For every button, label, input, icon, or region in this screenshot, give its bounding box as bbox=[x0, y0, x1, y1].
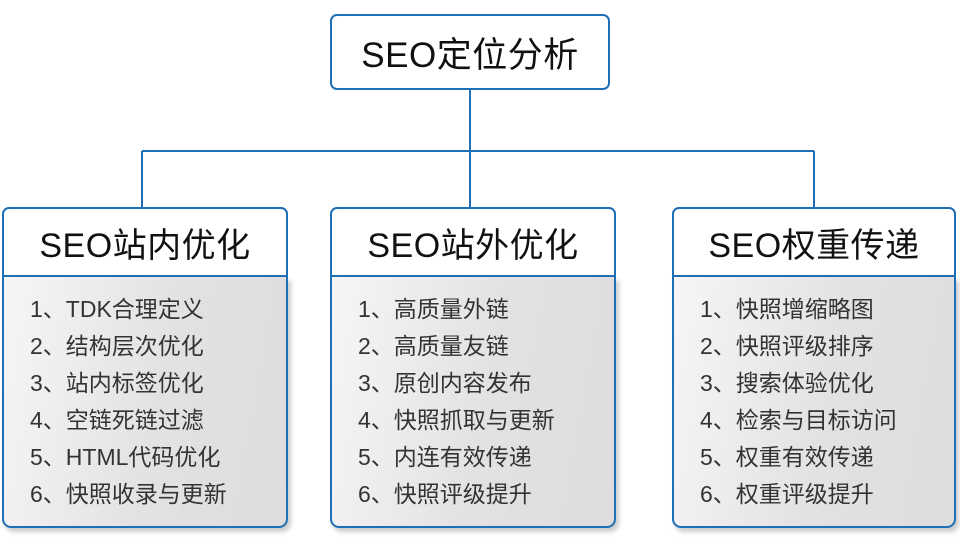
list-item-number: 1、 bbox=[30, 296, 66, 322]
list-item-number: 3、 bbox=[30, 370, 66, 396]
branch-list-2: 1、高质量外链 2、高质量友链 3、原创内容发布 4、快照抓取与更新 5、内连有… bbox=[330, 277, 616, 528]
root-node: SEO定位分析 bbox=[330, 14, 610, 90]
branch-header-2: SEO站外优化 bbox=[330, 207, 616, 277]
list-item: 5、权重有效传递 bbox=[674, 439, 954, 476]
list-item: 3、站内标签优化 bbox=[4, 365, 286, 402]
branch-column-2: SEO站外优化 1、高质量外链 2、高质量友链 3、原创内容发布 4、快照抓取与… bbox=[330, 207, 616, 528]
root-node-label: SEO定位分析 bbox=[361, 35, 579, 75]
list-item-text: 搜索体验优化 bbox=[735, 370, 874, 396]
list-item: 1、TDK合理定义 bbox=[4, 291, 286, 328]
list-item: 6、权重评级提升 bbox=[674, 476, 954, 513]
branch-header-1: SEO站内优化 bbox=[2, 207, 288, 277]
branch-title-2: SEO站外优化 bbox=[367, 226, 579, 265]
list-item-text: 权重有效传递 bbox=[735, 444, 874, 470]
list-item-number: 2、 bbox=[700, 333, 736, 359]
list-item: 4、检索与目标访问 bbox=[674, 402, 954, 439]
list-item: 4、空链死链过滤 bbox=[4, 402, 286, 439]
list-item-text: 检索与目标访问 bbox=[735, 407, 897, 433]
list-item-number: 4、 bbox=[358, 407, 394, 433]
list-item-text: 快照收录与更新 bbox=[65, 481, 227, 507]
list-item-text: 权重评级提升 bbox=[735, 481, 874, 507]
list-item: 3、原创内容发布 bbox=[332, 365, 614, 402]
list-item: 5、内连有效传递 bbox=[332, 439, 614, 476]
list-item-number: 1、 bbox=[358, 296, 394, 322]
list-item: 2、结构层次优化 bbox=[4, 328, 286, 365]
list-item-number: 2、 bbox=[358, 333, 394, 359]
list-item-number: 6、 bbox=[30, 481, 66, 507]
list-item: 1、高质量外链 bbox=[332, 291, 614, 328]
list-item-number: 4、 bbox=[30, 407, 66, 433]
list-item-number: 4、 bbox=[700, 407, 736, 433]
list-item-text: 空链死链过滤 bbox=[65, 407, 204, 433]
list-item-number: 5、 bbox=[30, 444, 66, 470]
list-item-text: 快照增缩略图 bbox=[735, 296, 874, 322]
list-item-number: 1、 bbox=[700, 296, 736, 322]
list-item: 4、快照抓取与更新 bbox=[332, 402, 614, 439]
list-item: 2、高质量友链 bbox=[332, 328, 614, 365]
branch-list-3: 1、快照增缩略图 2、快照评级排序 3、搜索体验优化 4、检索与目标访问 5、权… bbox=[672, 277, 956, 528]
list-item-number: 6、 bbox=[358, 481, 394, 507]
list-item-text: 原创内容发布 bbox=[393, 370, 532, 396]
list-item-number: 5、 bbox=[358, 444, 394, 470]
list-item-number: 3、 bbox=[700, 370, 736, 396]
list-item: 2、快照评级排序 bbox=[674, 328, 954, 365]
list-item: 1、快照增缩略图 bbox=[674, 291, 954, 328]
branch-column-1: SEO站内优化 1、TDK合理定义 2、结构层次优化 3、站内标签优化 4、空链… bbox=[2, 207, 288, 528]
list-item-number: 3、 bbox=[358, 370, 394, 396]
list-item-text: 站内标签优化 bbox=[65, 370, 204, 396]
branch-list-1: 1、TDK合理定义 2、结构层次优化 3、站内标签优化 4、空链死链过滤 5、H… bbox=[2, 277, 288, 528]
list-item-text: HTML代码优化 bbox=[65, 444, 221, 470]
list-item: 3、搜索体验优化 bbox=[674, 365, 954, 402]
list-item-number: 2、 bbox=[30, 333, 66, 359]
list-item-text: 快照抓取与更新 bbox=[393, 407, 555, 433]
branch-title-3: SEO权重传递 bbox=[708, 226, 920, 265]
branch-header-3: SEO权重传递 bbox=[672, 207, 956, 277]
list-item-text: TDK合理定义 bbox=[65, 296, 204, 322]
branch-title-1: SEO站内优化 bbox=[39, 226, 251, 265]
list-item-number: 6、 bbox=[700, 481, 736, 507]
list-item-number: 5、 bbox=[700, 444, 736, 470]
list-item-text: 快照评级提升 bbox=[393, 481, 532, 507]
list-item: 5、HTML代码优化 bbox=[4, 439, 286, 476]
list-item-text: 内连有效传递 bbox=[393, 444, 532, 470]
list-item: 6、快照评级提升 bbox=[332, 476, 614, 513]
list-item-text: 快照评级排序 bbox=[735, 333, 874, 359]
branch-column-3: SEO权重传递 1、快照增缩略图 2、快照评级排序 3、搜索体验优化 4、检索与… bbox=[672, 207, 956, 528]
list-item-text: 结构层次优化 bbox=[65, 333, 204, 359]
list-item-text: 高质量友链 bbox=[393, 333, 509, 359]
list-item-text: 高质量外链 bbox=[393, 296, 509, 322]
list-item: 6、快照收录与更新 bbox=[4, 476, 286, 513]
